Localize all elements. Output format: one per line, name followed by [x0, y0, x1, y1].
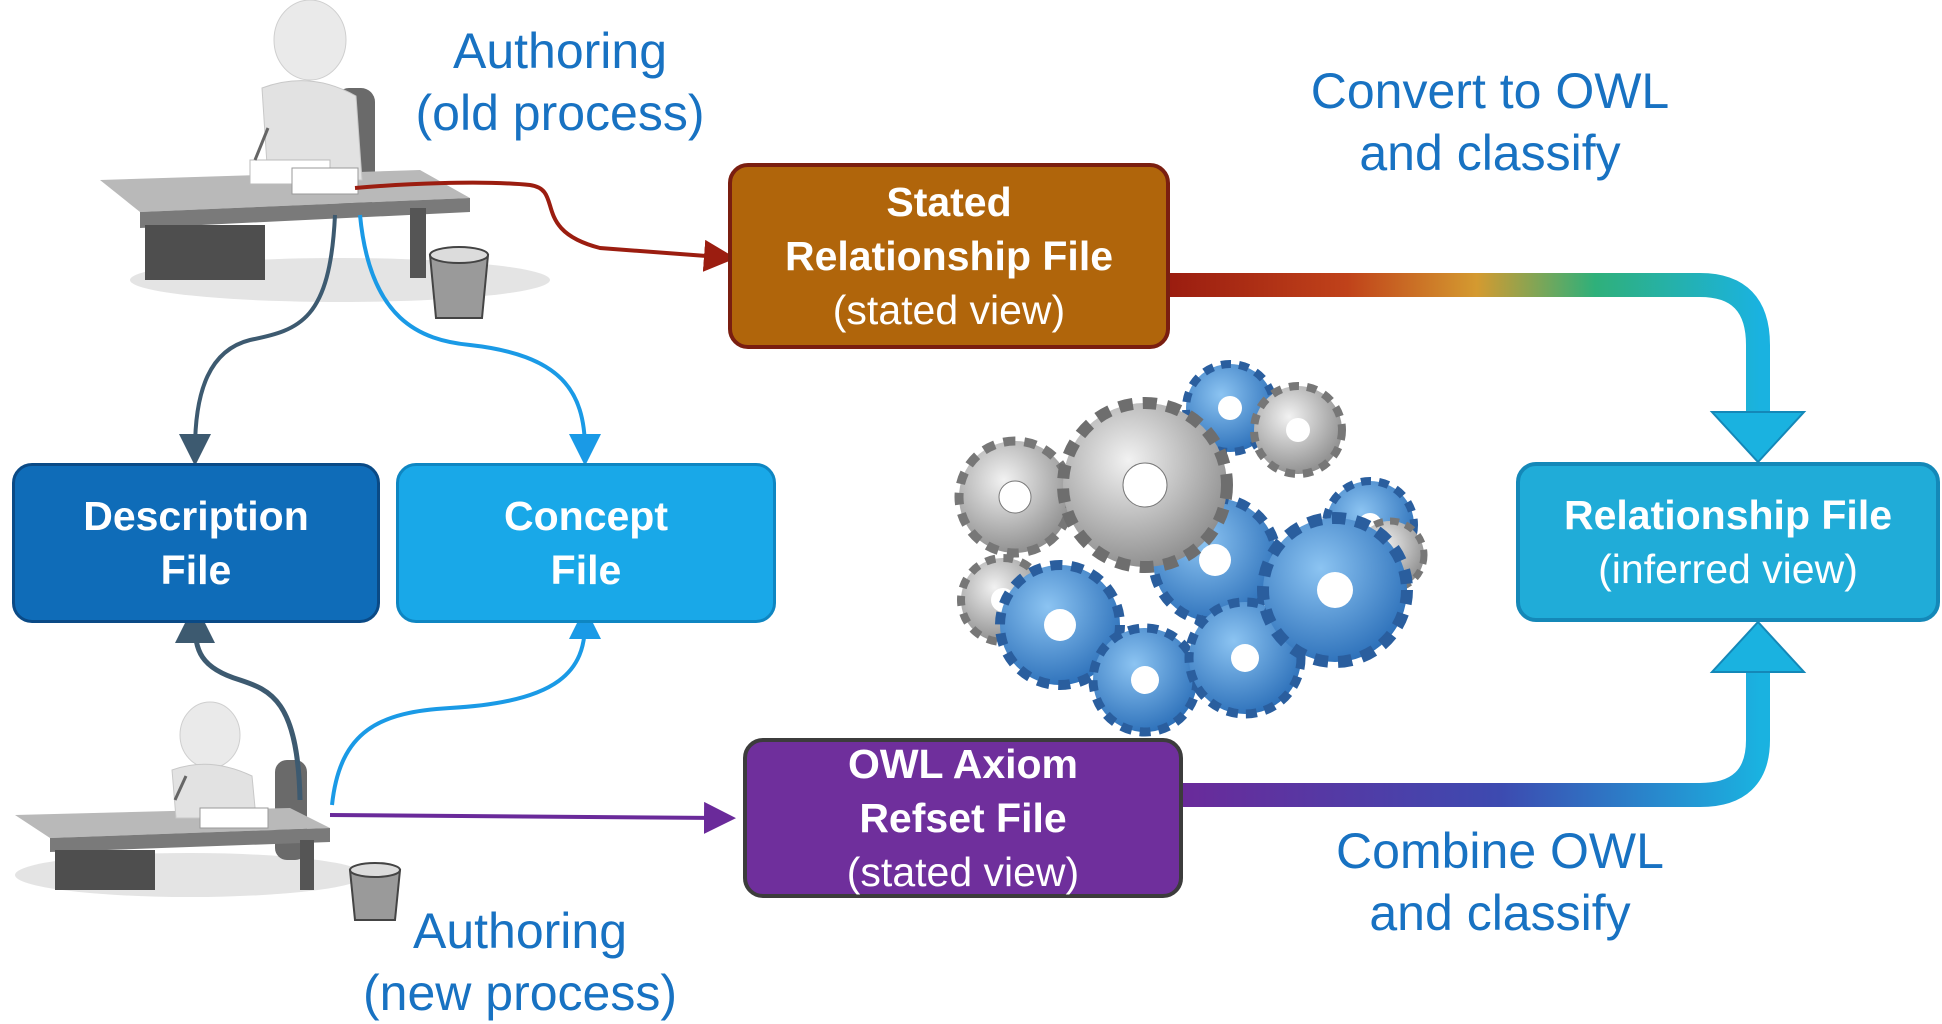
caption-line: and classify	[1359, 125, 1621, 181]
box-subtitle: (stated view)	[832, 287, 1066, 333]
arrow-convert-head	[1709, 411, 1807, 464]
description-file-box: Description File	[12, 463, 380, 623]
box-title-line: Concept	[504, 493, 668, 539]
relationship-file-box: Relationship File (inferred view)	[1516, 462, 1940, 622]
caption-line: (old process)	[415, 85, 705, 141]
caption-line: and classify	[1369, 885, 1631, 941]
box-title-line: File	[160, 547, 232, 593]
box-title-line: File	[550, 547, 622, 593]
trash-bin-icon	[348, 862, 402, 921]
arrow-old-to-description	[179, 214, 337, 466]
gears-icon	[954, 360, 1428, 737]
caption-line: Combine OWL	[1336, 823, 1664, 879]
caption-convert: Convert to OWL and classify	[1270, 60, 1710, 184]
box-subtitle: (stated view)	[846, 849, 1080, 895]
box-title-line: Stated	[886, 179, 1012, 225]
arrow-combine-to-relationship	[1182, 672, 1770, 807]
arrow-old-to-stated	[354, 180, 736, 272]
arrow-combine-head	[1709, 620, 1807, 673]
caption-line: Authoring	[452, 23, 668, 79]
caption-combine: Combine OWL and classify	[1300, 820, 1700, 944]
arrow-new-to-owl	[329, 801, 736, 834]
caption-line: (new process)	[363, 965, 677, 1021]
caption-line: Convert to OWL	[1310, 63, 1670, 119]
arrow-old-to-concept	[358, 214, 601, 466]
box-title-line: Relationship File	[784, 233, 1114, 279]
box-title-line: OWL Axiom	[847, 741, 1079, 787]
owl-axiom-refset-file-box: OWL Axiom Refset File (stated view)	[743, 738, 1183, 898]
caption-line: Authoring	[412, 903, 628, 959]
caption-authoring-old: Authoring (old process)	[380, 20, 740, 144]
box-subtitle: (inferred view)	[1598, 546, 1858, 592]
box-title-line: Description	[83, 493, 309, 539]
person-at-desk-icon	[15, 701, 365, 897]
stated-relationship-file-box: Stated Relationship File (stated view)	[728, 163, 1170, 349]
trash-bin-icon	[428, 246, 490, 319]
box-title-line: Refset File	[859, 795, 1067, 841]
arrow-convert-to-relationship	[1168, 273, 1770, 412]
caption-authoring-new: Authoring (new process)	[330, 900, 710, 1024]
concept-file-box: Concept File	[396, 463, 776, 623]
person-at-desk-icon	[100, 0, 550, 302]
arrow-new-to-description	[175, 603, 303, 801]
arrow-new-to-concept	[330, 607, 601, 806]
box-title: Relationship File	[1563, 492, 1893, 538]
